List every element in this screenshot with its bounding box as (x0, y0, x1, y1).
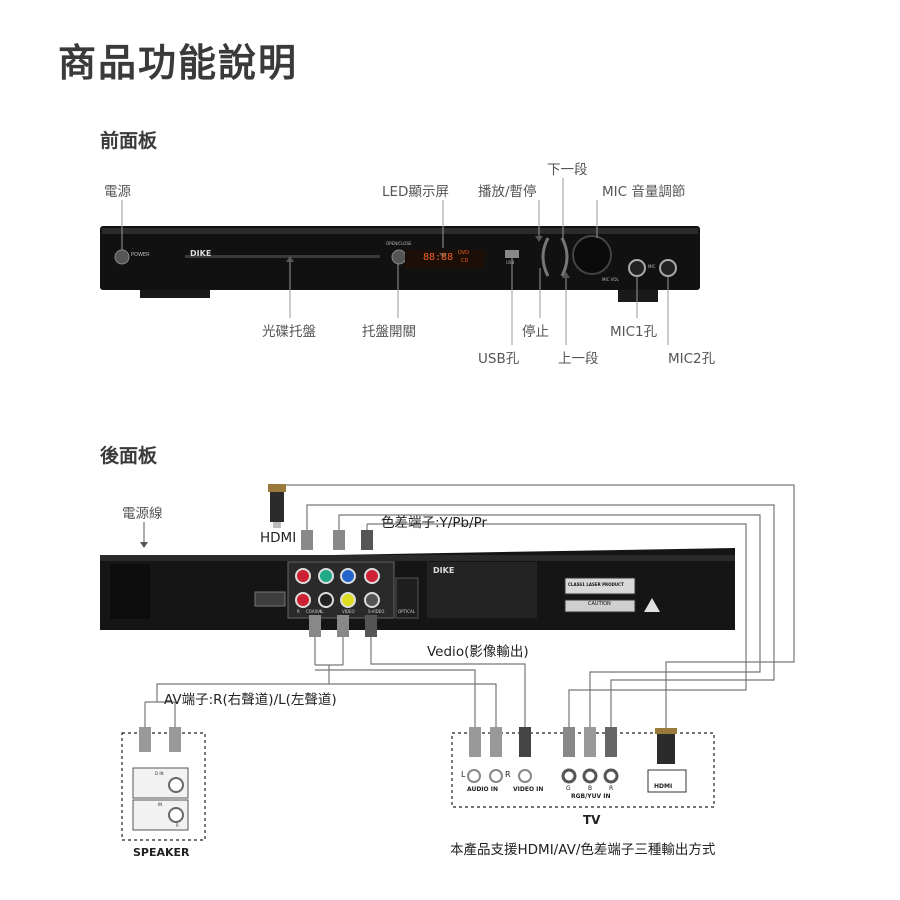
speaker-label: SPEAKER (133, 846, 190, 859)
component-plugs-top (301, 530, 373, 550)
mic-text: MIC (648, 264, 656, 269)
power-text: POWER (131, 252, 150, 258)
tv-g: G (566, 785, 571, 792)
back-panel-title: 後面板 (100, 445, 158, 467)
label-mic2: MIC2孔 (668, 351, 716, 367)
hdmi-plug-top (268, 484, 286, 528)
svideo-text: S-VIDEO (368, 609, 385, 614)
label-disc-tray: 光碟托盤 (262, 324, 316, 340)
video-text: VIDEO (342, 609, 355, 614)
tv-audio-r: R (505, 770, 511, 779)
tv-audio-l: L (461, 770, 466, 779)
display-digits: 88:88 (423, 252, 454, 263)
tv-hdmi-port: HDMI (654, 783, 673, 790)
label-usb: USB孔 (478, 351, 520, 367)
label-previous: 上一段 (558, 351, 599, 367)
footer-note: 本產品支援HDMI/AV/色差端子三種輸出方式 (450, 842, 716, 858)
label-component: 色差端子:Y/Pb/Pr (381, 515, 488, 531)
tv-label: TV (583, 813, 601, 827)
front-leader-lines (121, 178, 669, 345)
tv-audio-in: AUDIO IN (467, 786, 498, 793)
speaker-r-text: R (176, 823, 179, 828)
tv-video-in: VIDEO IN (513, 786, 544, 793)
label-next: 下一段 (547, 162, 588, 178)
tv-r: R (609, 785, 614, 792)
label-mic-volume: MIC 音量調節 (602, 184, 686, 200)
mic-vol-text: MIC VOL (602, 277, 619, 282)
display-cd: CD (461, 258, 469, 264)
coaxial-text: COAXIAL (306, 609, 324, 614)
tv-rgb-yuv-in: RGB/YUV IN (571, 793, 611, 800)
label-power-cord: 電源線 (122, 506, 163, 522)
label-stop: 停止 (522, 324, 549, 340)
label-mic1: MIC1孔 (610, 324, 658, 340)
label-tray-switch: 托盤開關 (362, 324, 416, 340)
speaker-box (121, 727, 206, 841)
label-hdmi: HDMI (260, 530, 297, 546)
front-device (100, 226, 700, 302)
speaker-din-text: D IN (155, 771, 164, 776)
rear-r-text: R (297, 609, 300, 614)
label-led-display: LED顯示屏 (382, 184, 449, 200)
brand-logo-rear: DIKE (433, 566, 455, 575)
rear-l-text: L (320, 609, 323, 614)
label-video-out: Vedio(影像輸出) (427, 644, 529, 660)
front-panel-title: 前面板 (100, 130, 158, 152)
connection-cables (144, 484, 795, 735)
speaker-in-text: IN (158, 802, 163, 807)
rear-rca-jacks (295, 568, 380, 608)
caution-text: CAUTION (588, 601, 611, 607)
tv-box (451, 727, 715, 808)
page-title: 商品功能說明 (58, 41, 299, 85)
usb-text: USB (506, 260, 515, 265)
class1-text: CLASS1 LASER PRODUCT (568, 582, 624, 587)
rear-device (100, 548, 735, 630)
front-arrow-heads (286, 236, 570, 278)
tv-b: B (588, 785, 593, 792)
optical-text: OPTICAL (398, 609, 415, 614)
brand-logo-front: DIKE (190, 249, 212, 258)
open-close-text: OPEN/CLOSE (386, 241, 412, 246)
label-power: 電源 (104, 184, 131, 200)
label-play-pause: 播放/暫停 (478, 184, 537, 200)
display-dvd: DVD (458, 250, 470, 256)
label-av-terminal: AV端子:R(右聲道)/L(左聲道) (164, 692, 337, 708)
av-plugs-bottom (309, 615, 377, 637)
